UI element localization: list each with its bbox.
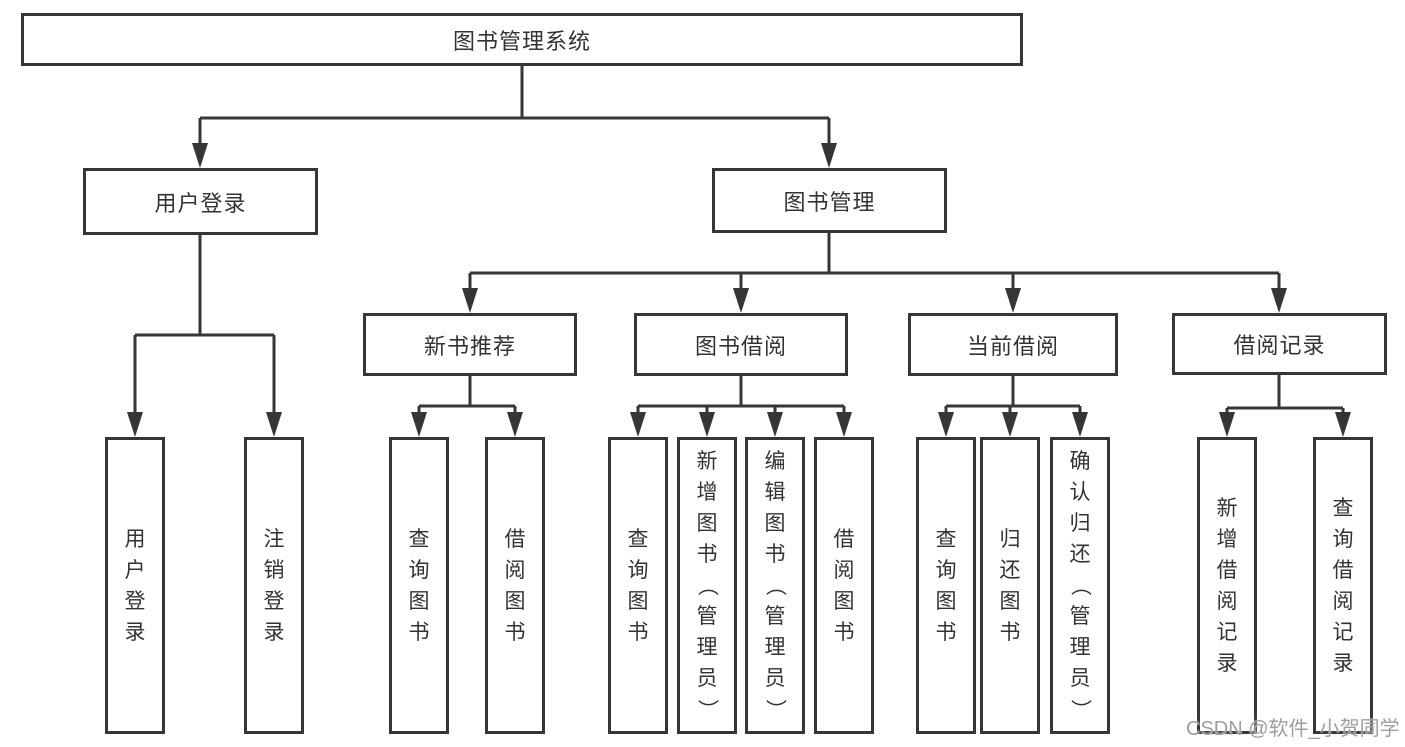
node-book-borrow-label: 图书借阅 [694, 333, 787, 359]
node-borrow-records: 借阅记录 [1172, 313, 1387, 375]
leaf-query-books-borrow: 查询图书 [608, 437, 668, 734]
arrowhead [1005, 288, 1021, 313]
leaf-borrow-books-recommend: 借阅图书 [485, 437, 545, 734]
node-book-management: 图书管理 [712, 168, 947, 233]
leaf-edit-books-admin: 编辑图书（管理员） [745, 437, 805, 734]
node-library-system-label: 图书管理系统 [452, 28, 591, 54]
arrowhead [1335, 412, 1351, 437]
node-current-borrow-label: 当前借阅 [966, 333, 1059, 359]
tree-edges [133, 66, 1345, 415]
node-library-system: 图书管理系统 [21, 13, 1023, 66]
arrowhead [266, 412, 282, 437]
arrowhead [821, 143, 837, 168]
arrowhead [836, 412, 852, 437]
node-book-management-label: 图书管理 [783, 189, 876, 215]
arrowheads [127, 143, 1351, 437]
node-new-book-recommend: 新书推荐 [363, 313, 577, 376]
arrowhead [630, 412, 646, 437]
arrowhead [411, 412, 427, 437]
arrowhead [699, 412, 715, 437]
leaf-add-books-admin: 新增图书（管理员） [677, 437, 737, 734]
arrowhead [733, 288, 749, 313]
arrowhead [1219, 412, 1235, 437]
arrowhead [1072, 412, 1088, 437]
arrowhead [1271, 288, 1287, 313]
arrowhead [1002, 412, 1018, 437]
arrowhead [767, 412, 783, 437]
arrowhead [938, 412, 954, 437]
csdn-watermark: CSDN @软件_小贺同学 [1186, 718, 1400, 740]
arrowhead [507, 412, 523, 437]
node-new-book-recommend-label: 新书推荐 [423, 333, 516, 359]
node-user-login: 用户登录 [83, 168, 318, 235]
leaf-query-books-recommend: 查询图书 [389, 437, 449, 734]
node-user-login-label: 用户登录 [154, 190, 247, 216]
leaf-query-borrow-record: 查询借阅记录 [1313, 437, 1373, 734]
leaf-add-borrow-record: 新增借阅记录 [1197, 437, 1257, 734]
arrowhead [462, 288, 478, 313]
leaf-borrow-books: 借阅图书 [814, 437, 874, 734]
node-current-borrow: 当前借阅 [908, 313, 1118, 376]
arrowhead [192, 143, 208, 168]
node-borrow-records-label: 借阅记录 [1233, 333, 1326, 358]
leaf-return-books: 归还图书 [980, 437, 1040, 734]
arrowhead [127, 412, 143, 437]
leaf-user-login: 用户登录 [105, 437, 165, 734]
leaf-query-books-current: 查询图书 [916, 437, 976, 734]
node-book-borrow: 图书借阅 [634, 313, 848, 376]
leaf-logout: 注销登录 [244, 437, 304, 734]
leaf-confirm-return-admin: 确认归还（管理员） [1050, 437, 1110, 734]
